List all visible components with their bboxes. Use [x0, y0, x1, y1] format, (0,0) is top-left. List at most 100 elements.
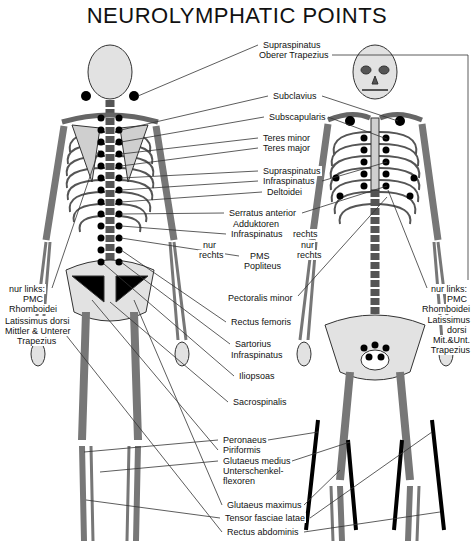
muscle-label: Oberer Trapezius [258, 50, 330, 60]
leader-lines-part [84, 300, 218, 472]
front-points [333, 116, 418, 361]
front-points-part [337, 193, 344, 200]
muscle-label: Unterschenkel- flexoren [222, 466, 290, 486]
back-points-part [81, 91, 91, 101]
muscle-label: Supraspinatus [262, 40, 322, 50]
back-points-part [98, 187, 105, 194]
back-skeleton-part [72, 125, 148, 182]
leader-lines-part [134, 300, 340, 505]
back-points-part [98, 259, 105, 266]
back-points-part [98, 247, 105, 254]
muscle-label: Rhomboidei [8, 304, 58, 314]
back-points-part [116, 115, 123, 122]
back-points-part [98, 127, 105, 134]
muscle-label: nur [300, 240, 315, 250]
muscle-label: Adduktoren [232, 219, 280, 229]
muscle-label: nur links: [8, 284, 46, 294]
muscle-label: Pectoralis minor [227, 293, 294, 303]
muscle-label: Popliteus [243, 261, 282, 271]
muscle-label: Mit.&Unt. [432, 335, 471, 345]
front-skeleton-part [361, 350, 389, 370]
muscle-label: Infraspinatus [230, 350, 284, 360]
muscle-label: PMC [446, 294, 468, 304]
front-points-part [383, 147, 390, 154]
back-skeleton-part [91, 446, 129, 541]
back-skeleton-part [82, 312, 138, 440]
muscle-label: dorsi [446, 325, 468, 335]
front-skeleton-part [297, 342, 311, 366]
leader-lines-part [121, 96, 398, 130]
leader-lines-part [121, 213, 226, 234]
front-points-part [366, 354, 373, 361]
muscle-label: Peronaeus [222, 435, 268, 445]
muscle-label: rechts [296, 250, 323, 260]
back-skeleton-part [62, 115, 158, 122]
muscle-label: Latissimus [426, 315, 471, 325]
muscle-label: Tensor fasciae latae [224, 513, 306, 523]
back-points-part [98, 211, 105, 218]
muscle-label: nur links: [430, 284, 468, 294]
front-skeleton-part [372, 76, 378, 84]
front-skeleton-part [371, 118, 379, 190]
back-points-part [98, 199, 105, 206]
front-points-part [383, 345, 390, 352]
front-points-part [378, 354, 385, 361]
front-points-part [361, 171, 368, 178]
muscle-label: Sacrospinalis [232, 397, 288, 407]
muscle-label: rechts [198, 250, 225, 260]
muscle-label: Trapezius [16, 336, 57, 346]
back-skeleton-part [82, 446, 138, 541]
muscle-label: PMC [22, 294, 44, 304]
front-points-part [361, 135, 368, 142]
back-skeleton-part [88, 45, 132, 99]
muscle-label: Subclavius [272, 91, 318, 101]
front-points-part [361, 345, 368, 352]
front-skeleton-part [312, 124, 438, 240]
muscle-label: Trapezius [430, 345, 471, 355]
front-points-part [345, 116, 355, 126]
muscle-label: Sartorius [234, 339, 272, 349]
leader-lines-part [302, 186, 387, 213]
muscle-label: Teres minor [262, 133, 311, 143]
leader-lines-part [121, 171, 262, 202]
back-points-part [129, 91, 139, 101]
leader-lines-part [121, 250, 226, 322]
muscle-label: Piriformis [222, 445, 262, 455]
leader-lines-part [104, 264, 234, 376]
muscle-label: Mittler & Unterer [4, 326, 72, 336]
back-skeleton-part [72, 276, 148, 302]
back-points-part [98, 175, 105, 182]
muscle-label: PMS [249, 251, 271, 261]
diagram-title: NEUROLYMPHATIC POINTS [0, 3, 474, 29]
leader-lines [52, 45, 468, 532]
muscle-label: Glutaeus medius [222, 456, 292, 466]
muscle-label: Iliopsoas [238, 371, 276, 381]
leader-lines-part [110, 302, 228, 402]
leader-lines-part [322, 162, 387, 181]
front-points-part [361, 159, 368, 166]
muscle-label: Rhomboidei [421, 304, 471, 314]
front-skeleton-part [325, 315, 425, 380]
back-skeleton-part [46, 126, 174, 240]
leader-lines-part [121, 138, 258, 166]
front-skeleton-part [340, 486, 410, 541]
muscle-label: Rectus femoris [230, 317, 292, 327]
front-points-part [395, 116, 405, 126]
muscle-label: Infraspinatus [262, 176, 316, 186]
muscle-label: Infraspinatus [230, 229, 284, 239]
front-points-part [411, 175, 418, 182]
muscle-label: Serratus anterior [228, 208, 297, 218]
leader-lines-part [138, 45, 258, 96]
leader-lines-part [298, 197, 387, 296]
muscle-label: Glutaeus maximus [226, 500, 303, 510]
front-points-part [383, 171, 390, 178]
muscle-label: rechts [292, 229, 319, 239]
leader-lines-part [62, 330, 440, 532]
back-skeleton-part [175, 342, 189, 366]
front-points-part [361, 183, 368, 190]
leader-lines-part [121, 262, 230, 344]
back-points-part [98, 115, 105, 122]
muscle-label: Rectus abdominis [226, 527, 300, 537]
front-points-part [407, 193, 414, 200]
leader-lines-part [332, 55, 468, 280]
